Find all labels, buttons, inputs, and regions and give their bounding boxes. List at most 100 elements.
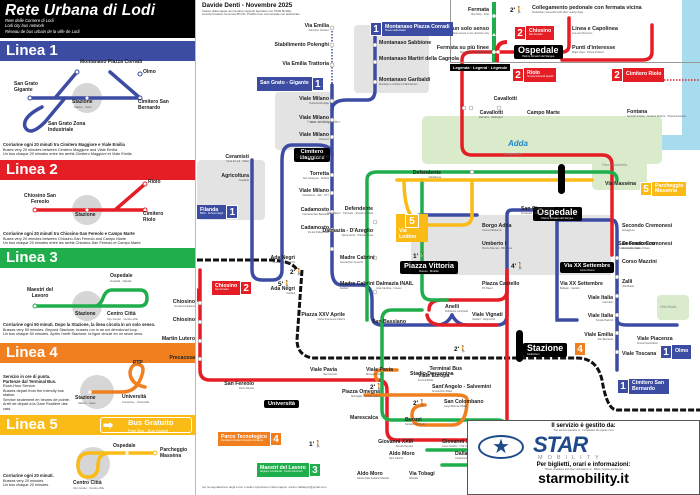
stop-label[interactable]: Montanaso Sabbione bbox=[379, 40, 431, 47]
stop-subtitle: Scuola Piazzoli bbox=[596, 318, 613, 322]
stop-name: Secondo Cremonesi bbox=[622, 241, 673, 247]
stop-label[interactable]: Campo Marte bbox=[527, 110, 560, 117]
stop-label[interactable]: Cavallotti bbox=[494, 96, 517, 103]
stop-label[interactable]: Via Emilia Trattoria bbox=[282, 61, 329, 68]
stop-label[interactable]: Terminal Bus bbox=[430, 366, 462, 373]
stop-label[interactable]: San Bassiano bbox=[372, 319, 406, 326]
stop-label[interactable]: Stadio Dossenina bbox=[410, 371, 454, 378]
linea-3-banner[interactable]: Linea 3 bbox=[0, 248, 195, 268]
star-mobility-logo[interactable]: ★ STAR MOBILITY bbox=[468, 432, 699, 462]
stop-label[interactable]: Montanaso Martiri della Cagnola bbox=[379, 56, 459, 63]
mini-stop-stazione: Stazione bbox=[75, 311, 96, 317]
terminal-parcheggio-massena[interactable]: 5 Parcheggio Massèna bbox=[640, 182, 686, 196]
stop-label[interactable]: Viale Toscana bbox=[622, 351, 656, 358]
stop-label[interactable]: San Gualtiero bbox=[295, 154, 329, 161]
hub-universita[interactable]: Università bbox=[264, 400, 300, 408]
stop-label[interactable]: Via Massèna bbox=[605, 181, 636, 188]
stop-label[interactable]: Stabilimento Polenghi bbox=[275, 42, 329, 49]
stop-name: Viale Milano bbox=[299, 96, 329, 102]
terminal-san-grato-gigante[interactable]: San Grato - Gigante 1 bbox=[257, 77, 324, 91]
stop-subtitle: Carrefour Cimitero bbox=[308, 28, 329, 32]
stop-label[interactable]: Corso Mazzini bbox=[622, 259, 657, 266]
stop-label[interactable]: Marescalca bbox=[350, 415, 378, 422]
linea-1-banner[interactable]: Linea 1 bbox=[0, 41, 195, 61]
hub-cimitero-maggiore[interactable]: Cimitero Maggiore bbox=[294, 148, 330, 162]
stop-label[interactable]: Chiosino bbox=[137, 317, 195, 324]
stop-label[interactable]: Martin Lutero bbox=[137, 336, 195, 343]
terminal-via-lodino[interactable]: 5 Via Lodino bbox=[396, 214, 428, 242]
operator-heading: Il servizio è gestito da: bbox=[551, 423, 616, 429]
linea-4-banner[interactable]: Linea 4 bbox=[0, 343, 195, 363]
stop-name: Campo Marte bbox=[527, 110, 560, 116]
linea-5-banner[interactable]: Linea 5 ➡ Bus Gratuito Free Bus · Bus Gr… bbox=[0, 415, 195, 435]
terminal-cimitero-san-bernardo[interactable]: 1 Cimitero San Bernardo bbox=[617, 379, 669, 394]
stop-label[interactable]: Precacesa bbox=[137, 355, 195, 362]
operator-website-link[interactable]: starmobility.it bbox=[538, 470, 629, 486]
linea-2-banner[interactable]: Linea 2 bbox=[0, 160, 195, 180]
terminal-olmo[interactable]: 1 Olmo bbox=[660, 345, 692, 359]
terminal-cimitero-riolo[interactable]: 2 Cimitero Riolo bbox=[611, 68, 665, 82]
